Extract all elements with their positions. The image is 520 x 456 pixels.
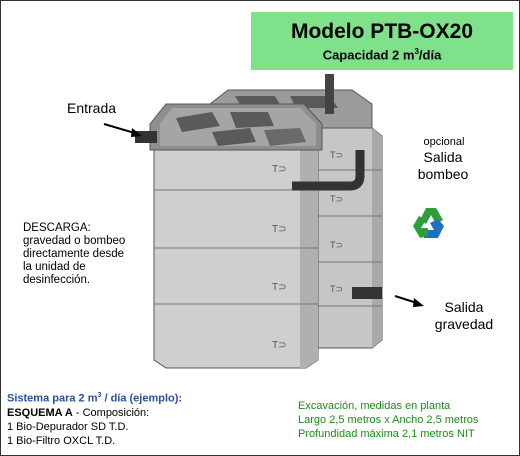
sistema-heading: Sistema para 2 m3 / día (ejemplo): <box>7 392 183 405</box>
capacity-subtitle: Capacidad 2 m3/día <box>322 47 442 63</box>
svg-text:T⊃: T⊃ <box>330 150 343 160</box>
svg-text:T⊃: T⊃ <box>272 164 287 175</box>
excavacion-note: Excavación, medidas en planta Largo 2,5 … <box>298 400 479 440</box>
composition-item: 1 Bio-Depurador SD T.D. <box>7 420 129 433</box>
bio-depurador-tank: T⊃ T⊃ T⊃ T⊃ <box>149 103 323 369</box>
composition-item: 1 Bio-Filtro OXCL T.D. <box>7 434 116 447</box>
svg-text:T⊃: T⊃ <box>272 340 287 351</box>
opcional-label: opcional <box>423 136 465 148</box>
title-box: Modelo PTB-OX20 Capacidad 2 m3/día <box>251 12 513 70</box>
sistema-composition: Sistema para 2 m3 / día (ejemplo): ESQUE… <box>7 389 182 448</box>
gravedad-pipe <box>352 287 382 299</box>
recycle-icon <box>413 208 444 238</box>
svg-text:T⊃: T⊃ <box>330 284 343 294</box>
salida-bombeo-label-2: bombeo <box>417 166 469 182</box>
svg-text:T⊃: T⊃ <box>272 282 287 293</box>
esquema-line: ESQUEMA A - Composición: <box>7 406 150 419</box>
salida-gravedad-label-1: Salida <box>444 299 484 315</box>
bombeo-pipe <box>292 150 365 191</box>
descarga-note: DESCARGA: gravedad o bombeo directamente… <box>23 222 126 286</box>
entrada-label: Entrada <box>67 100 117 116</box>
svg-text:T⊃: T⊃ <box>272 224 287 235</box>
salida-gravedad-label-2: gravedad <box>434 316 494 332</box>
entrada-pipe <box>135 131 157 143</box>
svg-text:T⊃: T⊃ <box>330 194 343 204</box>
salida-bombeo-label-1: Salida <box>423 149 463 165</box>
model-title: Modelo PTB-OX20 <box>290 20 474 43</box>
svg-text:T⊃: T⊃ <box>330 240 343 250</box>
